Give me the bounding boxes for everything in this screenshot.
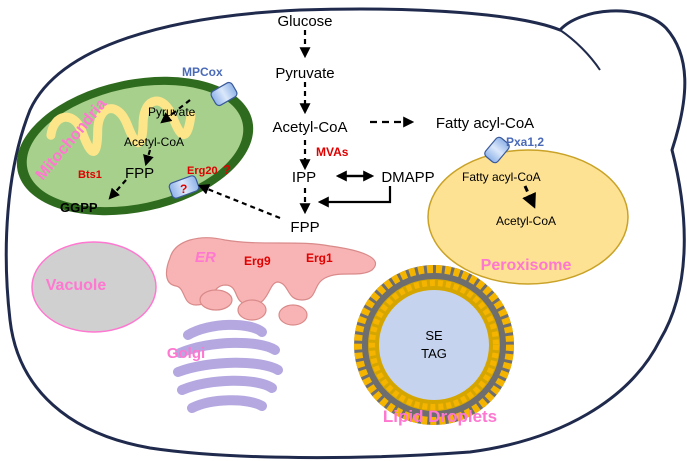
pyruvate-label: Pyruvate [275,65,334,82]
mvas-label: MVAs [316,145,349,159]
mpcox-transporter [210,81,238,107]
peroxisome-label: Peroxisome [481,257,572,274]
se-label: SE [425,328,443,343]
vacuole-label: Vacuole [46,277,107,294]
bud-scar-line [559,29,601,71]
vacuole [31,241,157,333]
tag-label: TAG [421,346,447,361]
lipid-droplets-label: Lipid Droplets [383,407,497,426]
ipp-label: IPP [292,169,316,186]
pxa-transporter [484,136,510,164]
golgi-apparatus [173,319,283,413]
ggpp-label: GGPP [60,200,98,215]
pathway-arrows [108,30,536,220]
erg20-label: Erg20 [187,165,218,177]
fpp-label: FPP [290,219,319,236]
erg20-question-mark: ? [223,162,231,177]
mpcox-label: MPCox [182,65,223,79]
erg9-label: Erg9 [244,254,271,268]
glucose-label: Glucose [277,13,332,30]
mito-pyruvate-label: Pyruvate [148,105,196,119]
fpp-transporter [168,175,200,199]
mito-acetyl-coa-label: Acetyl-CoA [124,135,184,149]
dmapp-label: DMAPP [381,169,434,186]
mitochondrial-cristae [46,96,196,156]
acetyl-coa-label: Acetyl-CoA [272,119,347,136]
peroxisome [427,149,629,285]
pxa-label: Pxa1,2 [506,135,544,149]
er-label: ER [195,249,216,266]
transporter-question-mark: ? [180,182,187,196]
endoplasmic-reticulum [165,237,376,326]
erg1-label: Erg1 [306,251,333,265]
lipid-droplet [354,265,514,425]
fatty-acyl-coa-label: Fatty acyl-CoA [436,115,534,132]
golgi-label: Golgi [167,345,205,362]
bts1-label: Bts1 [78,169,102,181]
perox-fatty-acyl-coa-label: Fatty acyl-CoA [462,170,541,184]
perox-acetyl-coa-label: Acetyl-CoA [496,214,556,228]
mito-fpp-label: FPP [125,165,154,182]
